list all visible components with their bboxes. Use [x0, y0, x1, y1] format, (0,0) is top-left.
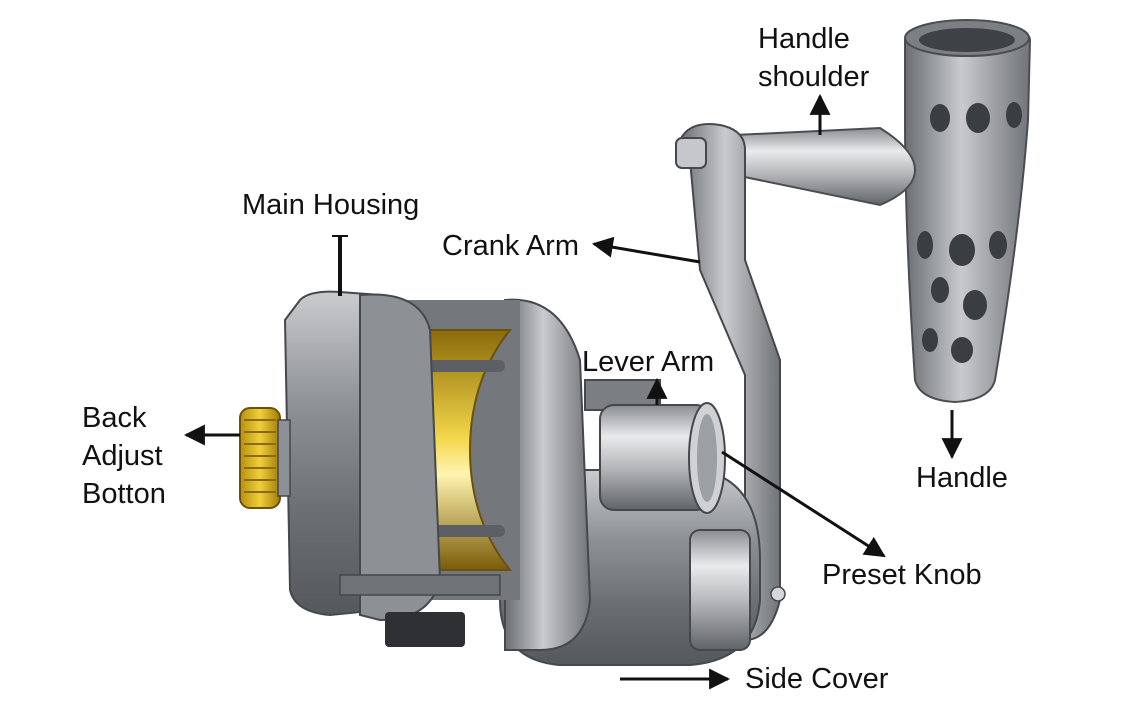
label-main-housing: Main Housing	[242, 189, 420, 221]
crank-arm-arrow	[591, 236, 701, 264]
leader-lines	[183, 93, 963, 690]
label-preset-knob: Preset Knob	[822, 559, 982, 591]
label-lever-arm: Lever Arm	[582, 346, 715, 378]
label-crank-arm: Crank Arm	[442, 230, 579, 262]
label-handle: Handle	[916, 462, 1008, 494]
label-back-adjust-button: Back Adjust Botton	[82, 402, 166, 510]
handle-grip	[904, 19, 1032, 404]
lever-and-preset-knob	[584, 379, 726, 514]
crank-arm	[675, 123, 786, 642]
label-side-cover: Side Cover	[745, 663, 889, 695]
back-adjust-button	[239, 407, 291, 509]
handle-shoulder-shaft	[734, 126, 917, 207]
label-handle-shoulder: Handle shoulder	[758, 23, 870, 93]
preset-knob-arrow	[721, 450, 886, 558]
right-side-plate	[504, 298, 592, 651]
main-housing	[283, 290, 501, 647]
